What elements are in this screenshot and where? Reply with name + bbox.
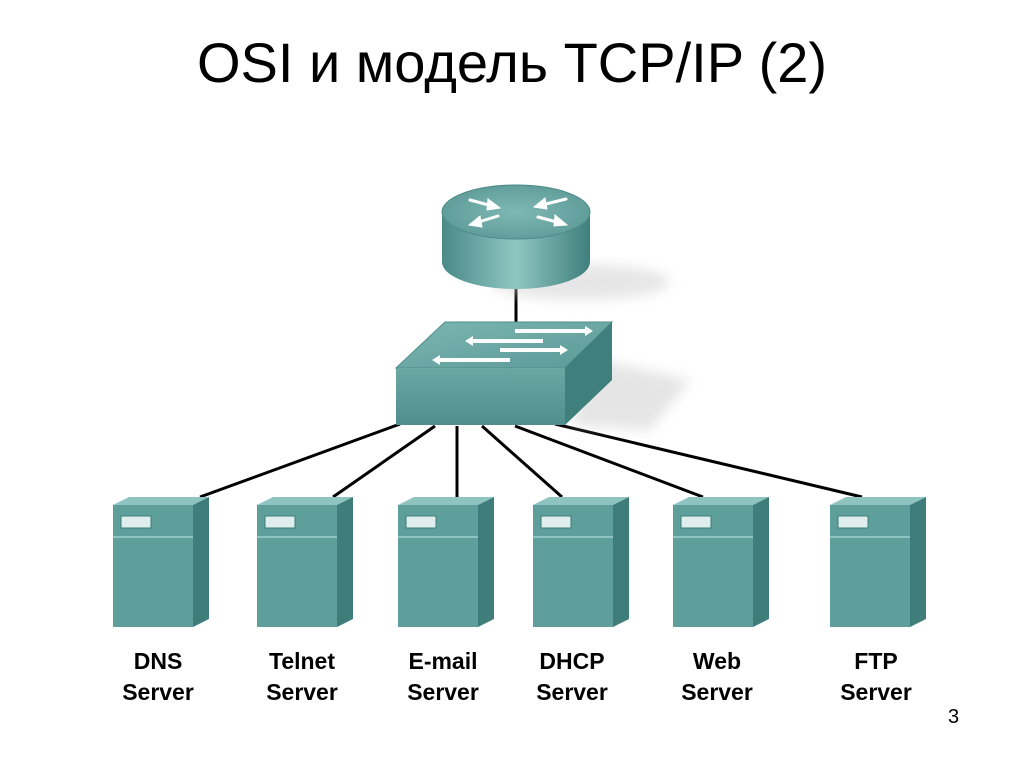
server-icon-web [673,497,769,627]
server-label-line2: Server [407,679,479,705]
server-label-line2: Server [122,679,194,705]
server-label-line1: E-mail [408,648,478,674]
server-label-line1: FTP [854,648,898,674]
server-icon-dhcp [533,497,629,627]
server-label-email: E-mail Server [388,646,498,708]
link-web [514,424,704,499]
server-label-line2: Server [266,679,338,705]
page-number: 3 [948,706,960,728]
switch-icon [394,321,690,430]
server-icon-ftp [830,497,926,627]
link-ftp [554,422,863,499]
link-telnet [332,424,436,499]
server-label-line1: DNS [133,648,183,674]
server-label-line2: Server [681,679,753,705]
slide-title: OSI и модель TCP/IP (2) [196,31,828,94]
server-label-ftp: FTP Server [821,646,931,708]
link-dns [199,422,401,499]
server-label-line1: DHCP [539,648,605,674]
router-icon [441,184,670,300]
server-label-dns: DNS Server [103,646,213,708]
server-label-dhcp: DHCP Server [517,646,627,708]
server-label-line1: Telnet [268,648,336,674]
server-label-web: Web Server [662,646,772,708]
server-label-line2: Server [536,679,608,705]
server-icon-telnet [257,497,353,627]
server-label-telnet: Telnet Server [247,646,357,708]
server-label-line1: Web [692,648,742,674]
connection-lines [199,288,863,499]
link-dhcp [481,424,563,499]
server-label-line2: Server [840,679,912,705]
server-icons [113,497,926,627]
server-icon-email [398,497,494,627]
server-icon-dns [113,497,209,627]
